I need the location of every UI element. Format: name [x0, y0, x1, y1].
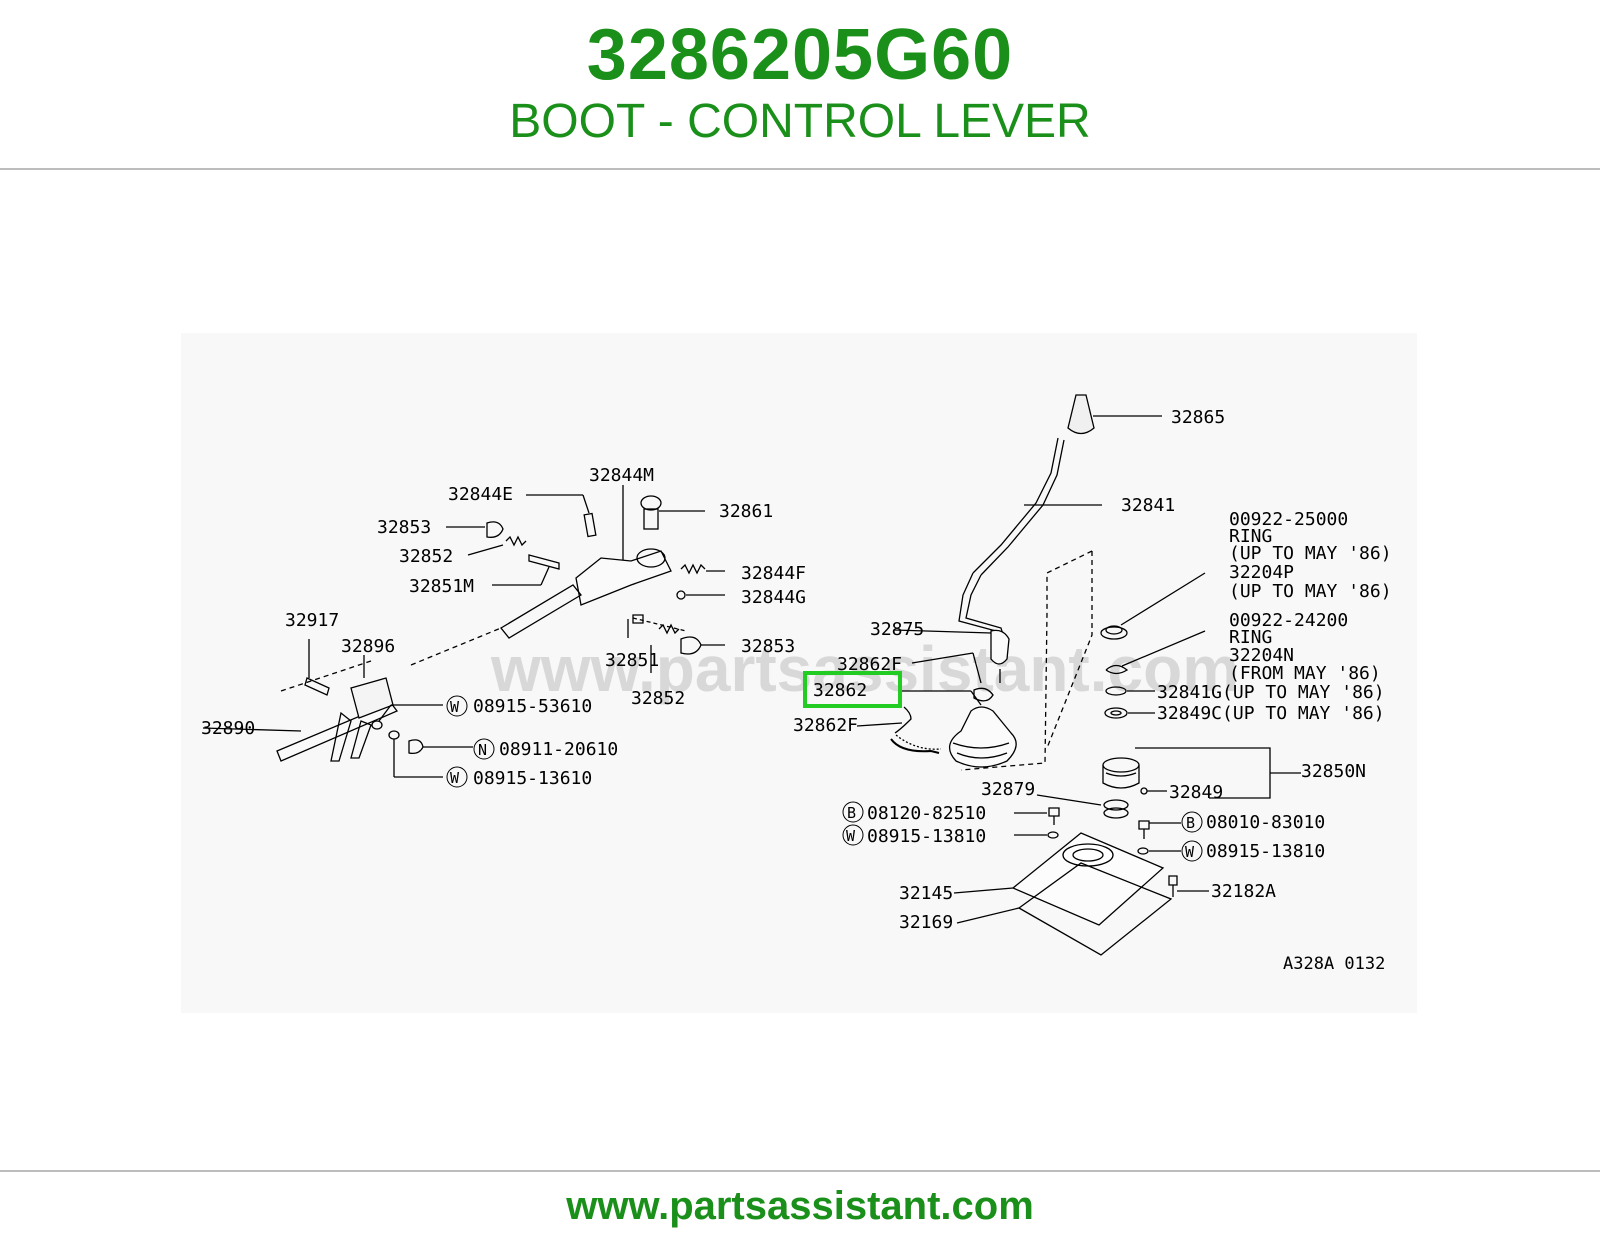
header-divider [0, 168, 1600, 170]
boot-shape [949, 706, 1017, 768]
label-00922-24200: 00922-24200 [1229, 610, 1348, 631]
footer-divider [0, 1170, 1600, 1172]
exploded-view-svg: www.partsassistant.com [201, 394, 1392, 974]
label-32849: 32849 [1169, 782, 1223, 803]
label-32850N: 32850N [1301, 761, 1366, 782]
label-32145: 32145 [899, 883, 953, 904]
label-32844F: 32844F [741, 563, 806, 584]
label-32890: 32890 [201, 718, 255, 739]
label-32841: 32841 [1121, 495, 1175, 516]
label-32169: 32169 [899, 912, 953, 933]
label-08911-20610: 08911-20610 [499, 739, 618, 760]
label-32917: 32917 [285, 610, 339, 631]
label-32853-bottom: 32853 [741, 636, 795, 657]
prefix-w-53610: W [450, 698, 460, 716]
label-32841G: 32841G(UP TO MAY '86) [1157, 682, 1385, 703]
label-32844M: 32844M [589, 465, 654, 486]
label-08915-13810-right: 08915-13810 [1206, 841, 1325, 862]
label-32875: 32875 [870, 619, 924, 640]
label-32844E: 32844E [448, 484, 513, 505]
label-32862F-bottom: 32862F [793, 715, 858, 736]
label-32865: 32865 [1171, 407, 1225, 428]
label-08915-13610: 08915-13610 [473, 768, 592, 789]
label-32879: 32879 [981, 779, 1035, 800]
label-08120-82510: 08120-82510 [867, 803, 986, 824]
prefix-b-left: B [847, 804, 856, 822]
label-32182A: 32182A [1211, 881, 1276, 902]
label-32852-bottom: 32852 [631, 688, 685, 709]
parts-diagram: www.partsassistant.com [181, 333, 1417, 1013]
label-32861: 32861 [719, 501, 773, 522]
watermark: www.partsassistant.com [490, 633, 1239, 705]
diagram-code: A328A 0132 [1283, 954, 1385, 974]
label-32853-top: 32853 [377, 517, 431, 538]
footer-website-link[interactable]: www.partsassistant.com [566, 1184, 1034, 1228]
prefix-n-20610: N [478, 741, 487, 759]
label-32862-highlighted: 32862 [813, 680, 867, 701]
part-number-title: 3286205G60 [586, 15, 1014, 95]
label-up-to-may86-2: (UP TO MAY '86) [1229, 581, 1392, 602]
prefix-w-left: W [846, 827, 856, 845]
label-32204P: 32204P [1229, 562, 1294, 583]
label-32844G: 32844G [741, 587, 806, 608]
prefix-w-right: W [1185, 843, 1195, 861]
label-00922-25000: 00922-25000 [1229, 509, 1348, 530]
part-name-subtitle: BOOT - CONTROL LEVER [509, 95, 1091, 148]
prefix-b-right: B [1186, 814, 1195, 832]
prefix-w-13610: W [450, 769, 460, 787]
label-32851M: 32851M [409, 576, 474, 597]
label-32851: 32851 [605, 650, 659, 671]
label-up-to-may86-1: (UP TO MAY '86) [1229, 543, 1392, 564]
knob-shape [1067, 394, 1095, 435]
label-08010-83010: 08010-83010 [1206, 812, 1325, 833]
label-32862F-top: 32862F [837, 654, 902, 675]
label-08915-13810-left: 08915-13810 [867, 826, 986, 847]
label-08915-53610: 08915-53610 [473, 696, 592, 717]
highlight-box [803, 671, 902, 708]
label-from-may86: (FROM MAY '86) [1229, 663, 1381, 684]
label-ring-1: RING [1229, 526, 1272, 547]
label-32852-top: 32852 [399, 546, 453, 567]
label-32896: 32896 [341, 636, 395, 657]
label-32204N: 32204N [1229, 645, 1294, 666]
label-32849C: 32849C(UP TO MAY '86) [1157, 703, 1385, 724]
label-ring-2: RING [1229, 627, 1272, 648]
